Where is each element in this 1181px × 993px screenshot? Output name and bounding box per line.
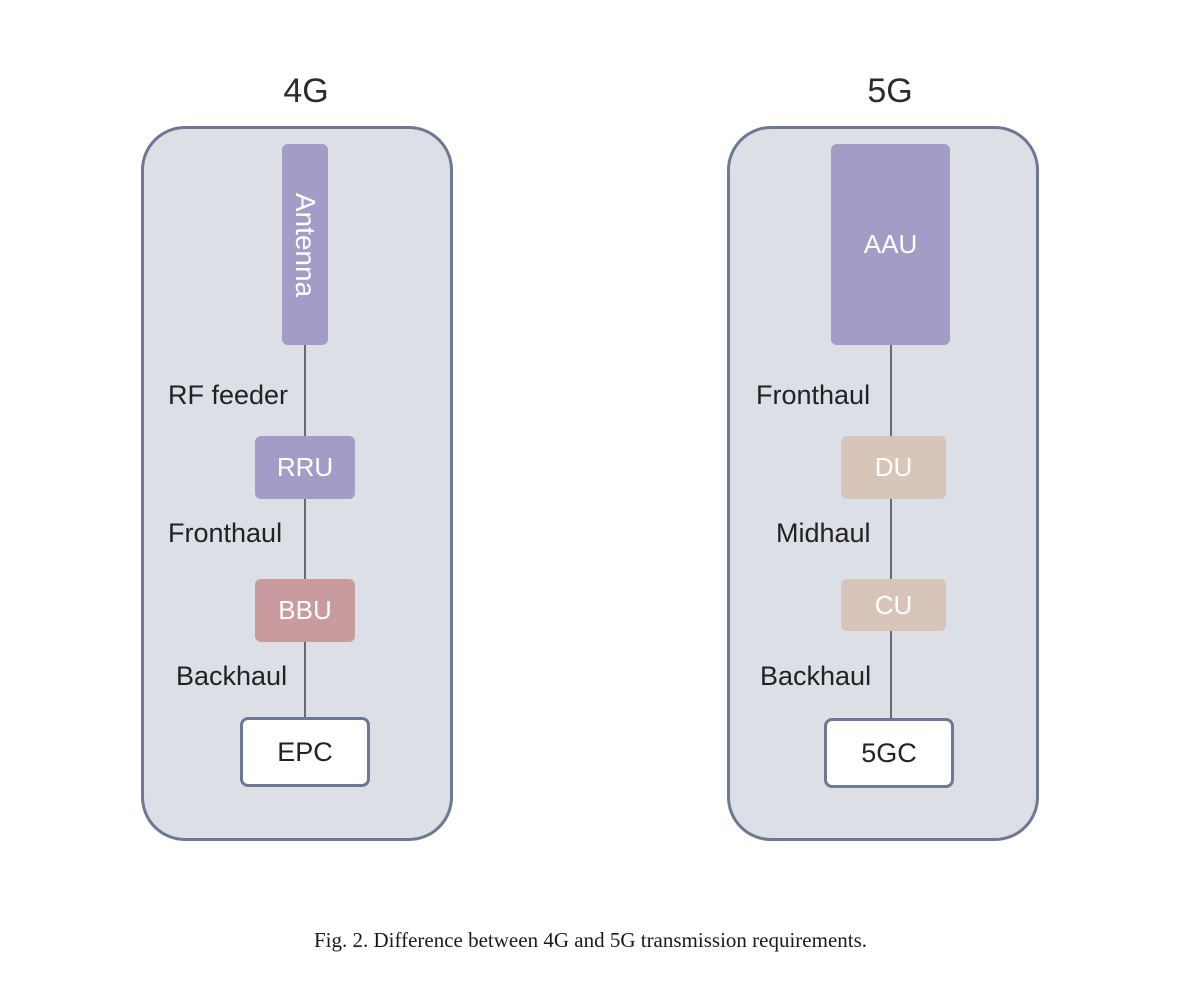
figure-caption: Fig. 2. Difference between 4G and 5G tra… <box>313 928 868 952</box>
link-cu-5gc <box>890 631 892 718</box>
label-fronthaul-4g: Fronthaul <box>168 518 283 548</box>
label-backhaul-4g: Backhaul <box>176 661 288 691</box>
node-aau-label: AAU <box>863 229 918 259</box>
node-epc-label: EPC <box>277 736 333 767</box>
link-rru-bbu <box>304 499 306 579</box>
node-antenna-label: Antenna <box>290 192 322 297</box>
link-du-cu <box>890 499 892 579</box>
node-bbu-label: BBU <box>278 595 332 625</box>
label-backhaul-5g: Backhaul <box>760 661 872 691</box>
label-midhaul: Midhaul <box>776 518 871 548</box>
node-5gc-label: 5GC <box>861 737 917 768</box>
node-aau: AAU <box>831 144 950 345</box>
title-4g: 4G <box>283 72 329 110</box>
node-5gc: 5GC <box>824 718 954 788</box>
link-aau-du <box>890 345 892 436</box>
node-cu-label: CU <box>874 589 913 620</box>
node-epc: EPC <box>240 717 370 787</box>
label-fronthaul-5g: Fronthaul <box>756 380 871 410</box>
node-antenna: Antenna <box>282 144 328 345</box>
title-5g: 5G <box>867 72 913 110</box>
link-antenna-rru <box>304 345 306 436</box>
node-rru: RRU <box>255 436 355 499</box>
node-du: DU <box>841 436 946 499</box>
node-bbu: BBU <box>255 579 355 642</box>
node-rru-label: RRU <box>276 452 334 482</box>
link-bbu-epc <box>304 642 306 718</box>
node-cu: CU <box>841 579 946 631</box>
node-du-label: DU <box>874 452 913 482</box>
label-rf-feeder: RF feeder <box>168 380 289 410</box>
